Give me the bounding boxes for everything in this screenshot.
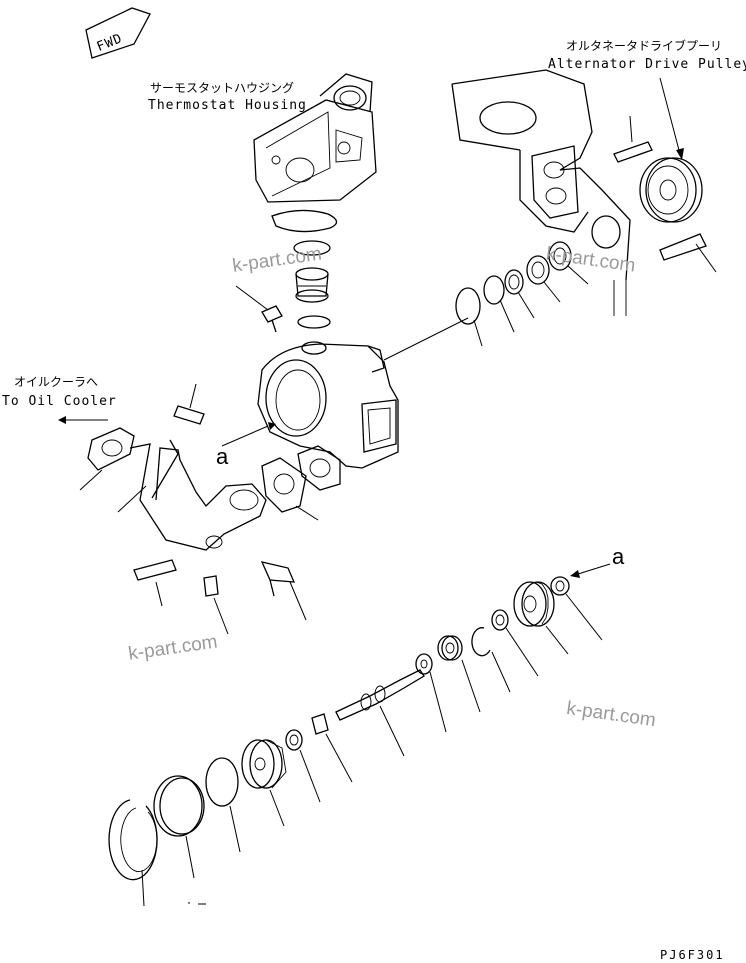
alternator-pulley-en: Alternator Drive Pulley xyxy=(548,57,746,72)
retaining-ring xyxy=(108,799,158,907)
o-ring-lower xyxy=(297,315,331,329)
thermostat xyxy=(295,267,329,303)
cover-plate xyxy=(153,775,205,879)
watermark-1: k-part.com xyxy=(231,243,323,276)
alternator-pulley-jp: オルタネータドライブプーリ xyxy=(566,38,722,53)
ref-mark-left: a xyxy=(216,444,229,469)
washer xyxy=(415,653,447,733)
bearing-right xyxy=(491,609,539,677)
housing-gasket xyxy=(271,209,338,233)
oil-cooler-flange xyxy=(79,427,135,491)
vent-valve xyxy=(235,285,283,333)
pump-gasket-2 xyxy=(297,445,341,491)
o-ring-upper xyxy=(293,240,331,256)
drawing-code: PJ6F301 xyxy=(660,948,725,962)
o-ring-cover xyxy=(205,757,241,853)
ref-mark-right: a xyxy=(612,544,625,569)
bolt-pipe-top xyxy=(173,383,205,425)
alternator-pulley xyxy=(639,77,703,223)
thermostat-housing-en: Thermostat Housing xyxy=(148,98,307,113)
watermark-3: k-part.com xyxy=(127,631,219,664)
thermostat-housing-jp: サーモスタットハウジング xyxy=(150,81,294,95)
oil-cooler-arrow xyxy=(58,416,108,424)
oil-cooler-pipe xyxy=(117,439,267,551)
watermark-2: k-part.com xyxy=(545,243,637,276)
temp-sensor xyxy=(260,561,307,621)
upper-seal-stack xyxy=(455,241,589,347)
pulley-bolt-upper xyxy=(613,115,653,163)
thermostat-housing xyxy=(253,73,377,203)
bearing-left xyxy=(437,635,481,713)
pump-gasket-1 xyxy=(261,457,319,521)
oil-cooler-jp: オイルクーラへ xyxy=(14,375,98,389)
ref-arrow-left: a xyxy=(216,422,276,469)
pulley-bolt-lower xyxy=(659,233,717,273)
snap-ring xyxy=(471,627,511,693)
watermark-4: k-part.com xyxy=(565,698,657,731)
ref-arrow-right: a xyxy=(570,544,625,578)
mechanical-seal xyxy=(285,729,321,803)
seal-small xyxy=(311,713,353,783)
gear-pulley xyxy=(513,581,569,655)
fwd-arrow: FWD xyxy=(85,7,151,59)
spacer-ring xyxy=(550,576,603,641)
bolt-pipe-lower xyxy=(133,559,177,607)
oil-cooler-en: To Oil Cooler xyxy=(2,394,117,409)
water-pump-body xyxy=(257,317,469,469)
pump-shaft xyxy=(335,669,425,757)
engine-block xyxy=(451,69,631,316)
impeller xyxy=(241,739,287,827)
drain-plug xyxy=(203,575,229,635)
